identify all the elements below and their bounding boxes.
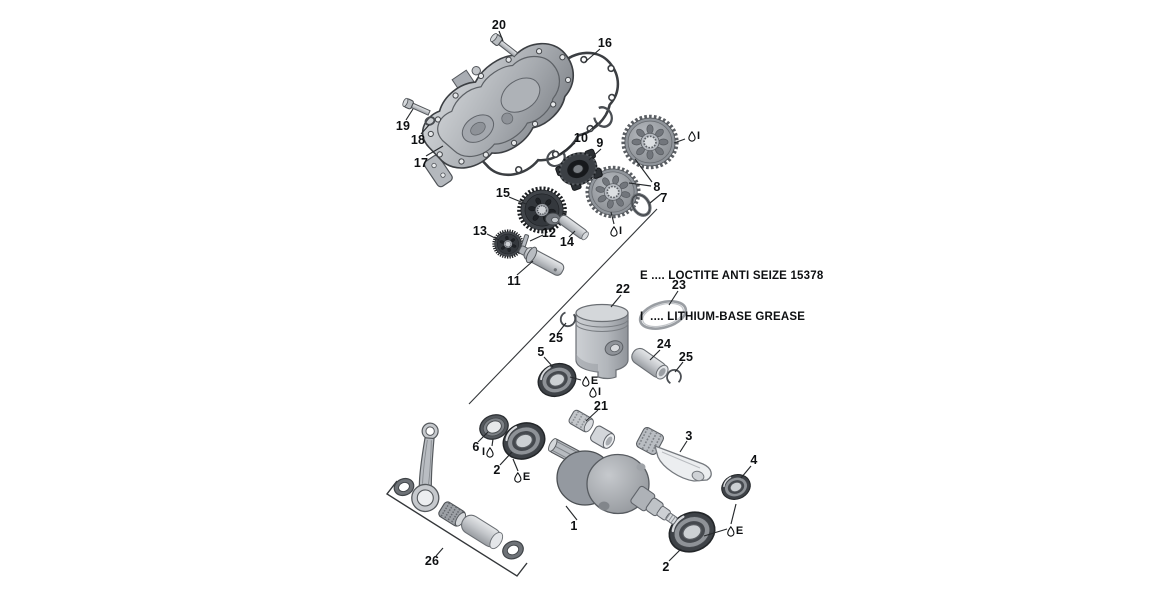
- lube-droplet-icon: [610, 225, 618, 237]
- lube-letter: I: [618, 225, 623, 237]
- thrust-washer-left: [393, 477, 415, 497]
- cover-bolt-20: [490, 33, 519, 58]
- lube-letter: E: [522, 471, 531, 483]
- kickstart-gear-8a: [624, 117, 676, 167]
- lube-mark-I-3: I: [589, 386, 601, 398]
- callout-4-22: 4: [750, 453, 758, 467]
- callout-18-3: 18: [410, 133, 426, 147]
- callout-22-14: 22: [615, 282, 631, 296]
- callout-16-1: 16: [597, 36, 613, 50]
- shaft-14: [558, 214, 589, 241]
- callout-6-23: 6: [472, 440, 480, 454]
- lube-letter: I: [597, 386, 602, 398]
- callout-2-24: 2: [493, 463, 501, 477]
- callout-12-11: 12: [541, 226, 557, 240]
- callout-13-10: 13: [472, 224, 488, 238]
- balance-shaft-3: [635, 426, 712, 482]
- assembly-reference-line: [468, 208, 658, 405]
- ratchet-hub-9: [555, 148, 603, 191]
- callout-5-17: 5: [537, 345, 545, 359]
- needle-bushing-21: [568, 409, 594, 433]
- piston-ring-23: [638, 300, 688, 330]
- lube-letter: E: [590, 375, 599, 387]
- callout-8-7: 8: [653, 180, 661, 194]
- crank-pin: [461, 514, 504, 550]
- ball-bearing-5: [532, 357, 582, 403]
- lube-mark-I-1: I: [610, 225, 622, 237]
- callout-26-27: 26: [424, 554, 440, 568]
- legend-line-loctite: E .... LOCTITE ANTI SEIZE 15378: [640, 270, 824, 282]
- callout-11-13: 11: [507, 274, 521, 288]
- callout-17-4: 17: [413, 156, 429, 170]
- conrod-kit-bracket: [385, 480, 528, 577]
- lube-mark-E-5: E: [514, 471, 530, 483]
- callout-19-2: 19: [395, 119, 411, 133]
- callout-24-18: 24: [656, 337, 672, 351]
- lube-droplet-icon: [514, 471, 522, 483]
- lubricant-legend: E .... LOCTITE ANTI SEIZE 15378 I .... L…: [640, 243, 823, 338]
- lube-droplet-icon: [486, 446, 494, 458]
- lube-letter: I: [696, 130, 701, 142]
- circlip-25a: [556, 307, 580, 331]
- oil-seal-6: [479, 414, 509, 440]
- thrust-washer-right: [502, 540, 524, 560]
- callout-2-26: 2: [662, 560, 670, 574]
- lube-mark-E-2: E: [582, 375, 598, 387]
- ring-7: [630, 193, 652, 217]
- lube-mark-E-6: E: [727, 525, 743, 537]
- leader-lines: [405, 30, 752, 562]
- lube-letter: I: [481, 446, 486, 458]
- callout-25-16: 25: [548, 331, 564, 345]
- lube-letter: E: [735, 525, 744, 537]
- lube-droplet-icon: [727, 525, 735, 537]
- legend-line-grease: I .... LITHIUM-BASE GREASE: [640, 310, 806, 323]
- lube-droplet-icon: [589, 386, 597, 398]
- pinion-gear-13: [488, 225, 528, 263]
- callout-1-25: 1: [570, 519, 578, 533]
- piston-22: [575, 303, 629, 380]
- callout-25-19: 25: [678, 350, 694, 364]
- callout-23-15: 23: [671, 278, 687, 292]
- cover-bolt-19: [402, 97, 431, 116]
- callout-9-6: 9: [596, 136, 604, 150]
- lube-mark-I-4: I: [482, 446, 494, 458]
- ball-bearing-4: [717, 469, 755, 505]
- conrod-kit-26: [393, 422, 524, 560]
- shaft-11: [518, 245, 565, 276]
- crankshaft-1: [548, 438, 678, 525]
- callout-15-9: 15: [495, 186, 511, 200]
- callout-20-0: 20: [491, 18, 507, 32]
- lube-mark-I-0: I: [688, 130, 700, 142]
- gear-15-bore: [551, 216, 559, 224]
- callout-10-5: 10: [573, 131, 589, 145]
- callout-3-21: 3: [685, 429, 693, 443]
- crank-top-boss: [590, 425, 616, 449]
- callout-21-20: 21: [593, 399, 609, 413]
- lube-droplet-icon: [582, 375, 590, 387]
- callout-7-8: 7: [660, 191, 668, 205]
- washer-18: [424, 116, 436, 126]
- lube-droplet-icon: [688, 130, 696, 142]
- callout-14-12: 14: [559, 235, 575, 249]
- side-cover: [421, 42, 575, 188]
- needle-cage: [438, 501, 466, 527]
